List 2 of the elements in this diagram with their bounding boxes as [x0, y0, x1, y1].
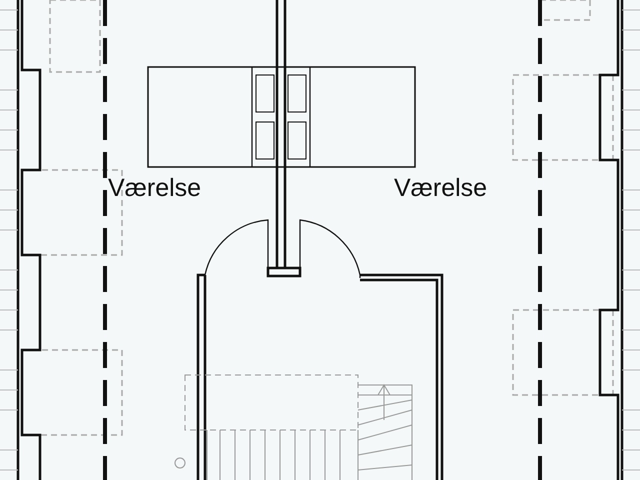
- room-label: Værelse: [394, 176, 488, 201]
- room-label: Værelse: [108, 176, 202, 201]
